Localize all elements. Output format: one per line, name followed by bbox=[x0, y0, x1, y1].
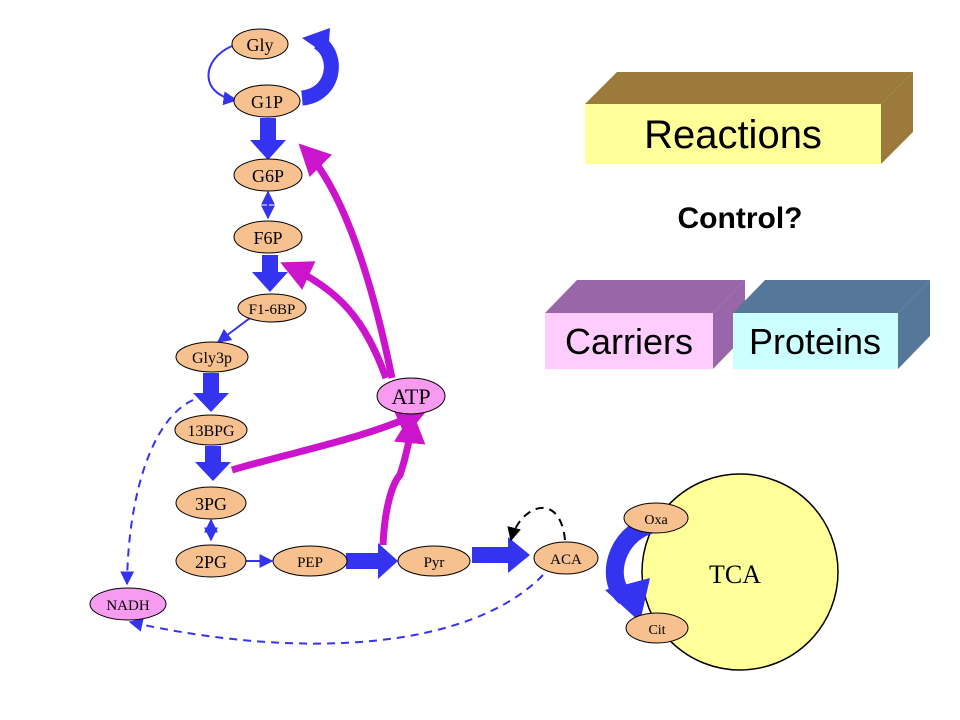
svg-text:Gly: Gly bbox=[247, 35, 274, 55]
node-f16bp: F1-6BP bbox=[237, 293, 307, 323]
node-2pg: 2PG bbox=[175, 544, 247, 578]
svg-text:F6P: F6P bbox=[253, 228, 282, 248]
svg-text:ATP: ATP bbox=[391, 384, 430, 409]
13bpg-to-atp-arrow bbox=[231, 408, 428, 474]
tca-label: TCA bbox=[709, 560, 761, 589]
node-aca: ACA bbox=[533, 541, 599, 575]
reactions-box: Reactions bbox=[585, 72, 913, 164]
pep-to-atp-arrow bbox=[379, 411, 426, 546]
node-cit: Cit bbox=[625, 612, 689, 644]
svg-text:3PG: 3PG bbox=[195, 494, 227, 514]
g1p-to-gly-thick-arrow bbox=[300, 28, 339, 106]
f16bp-to-gly3p-arrow bbox=[216, 317, 251, 343]
svg-text:Pyr: Pyr bbox=[424, 555, 445, 571]
svg-text:G6P: G6P bbox=[252, 166, 284, 186]
aca-feedback-dashed-arrow bbox=[507, 507, 566, 542]
13bpg-to-3pg-arrow bbox=[195, 446, 231, 481]
node-gly: Gly bbox=[231, 28, 289, 60]
13bpg-to-nadh-dashed-arrow bbox=[120, 399, 194, 586]
proteins-label: Proteins bbox=[749, 321, 881, 362]
atp-to-f6p-arrow bbox=[280, 261, 390, 380]
f6p-to-f16bp-arrow bbox=[252, 255, 288, 292]
carriers-label: Carriers bbox=[565, 321, 693, 362]
node-pep: PEP bbox=[272, 545, 348, 577]
node-nadh: NADH bbox=[89, 587, 167, 621]
node-g1p: G1P bbox=[233, 84, 301, 118]
svg-text:13BPG: 13BPG bbox=[187, 423, 235, 440]
node-g6p: G6P bbox=[233, 158, 303, 192]
g1p-to-g6p-arrow bbox=[250, 118, 286, 160]
node-gly3p: Gly3p bbox=[175, 341, 249, 373]
node-pyr: Pyr bbox=[397, 545, 471, 577]
gly3p-to-13bpg-arrow bbox=[193, 373, 229, 412]
svg-text:F1-6BP: F1-6BP bbox=[249, 302, 296, 318]
gly-to-g1p-arrow bbox=[207, 45, 238, 106]
carriers-box: Carriers bbox=[545, 280, 745, 369]
svg-text:Oxa: Oxa bbox=[644, 513, 668, 528]
svg-text:2PG: 2PG bbox=[195, 552, 227, 572]
svg-text:Cit: Cit bbox=[648, 623, 665, 638]
reactions-label: Reactions bbox=[644, 113, 822, 157]
node-atp: ATP bbox=[376, 377, 446, 415]
svg-text:G1P: G1P bbox=[251, 92, 283, 112]
node-f6p: F6P bbox=[233, 220, 303, 254]
pep-to-pyr-arrow bbox=[346, 543, 398, 579]
node-oxa: Oxa bbox=[623, 502, 689, 534]
node-3pg: 3PG bbox=[175, 486, 247, 520]
svg-text:ACA: ACA bbox=[550, 552, 582, 568]
pyr-to-aca-arrow bbox=[472, 537, 530, 573]
atp-to-g6p-arrow bbox=[298, 143, 396, 379]
svg-text:PEP: PEP bbox=[297, 555, 323, 571]
svg-text:NADH: NADH bbox=[106, 598, 149, 614]
aca-to-nadh-dashed-arrow bbox=[128, 574, 544, 645]
tca-cycle-circle bbox=[641, 473, 839, 671]
svg-text:Gly3p: Gly3p bbox=[192, 350, 232, 367]
node-13bpg: 13BPG bbox=[174, 414, 248, 446]
proteins-box: Proteins bbox=[733, 280, 930, 369]
control-question: Control? bbox=[678, 202, 803, 235]
